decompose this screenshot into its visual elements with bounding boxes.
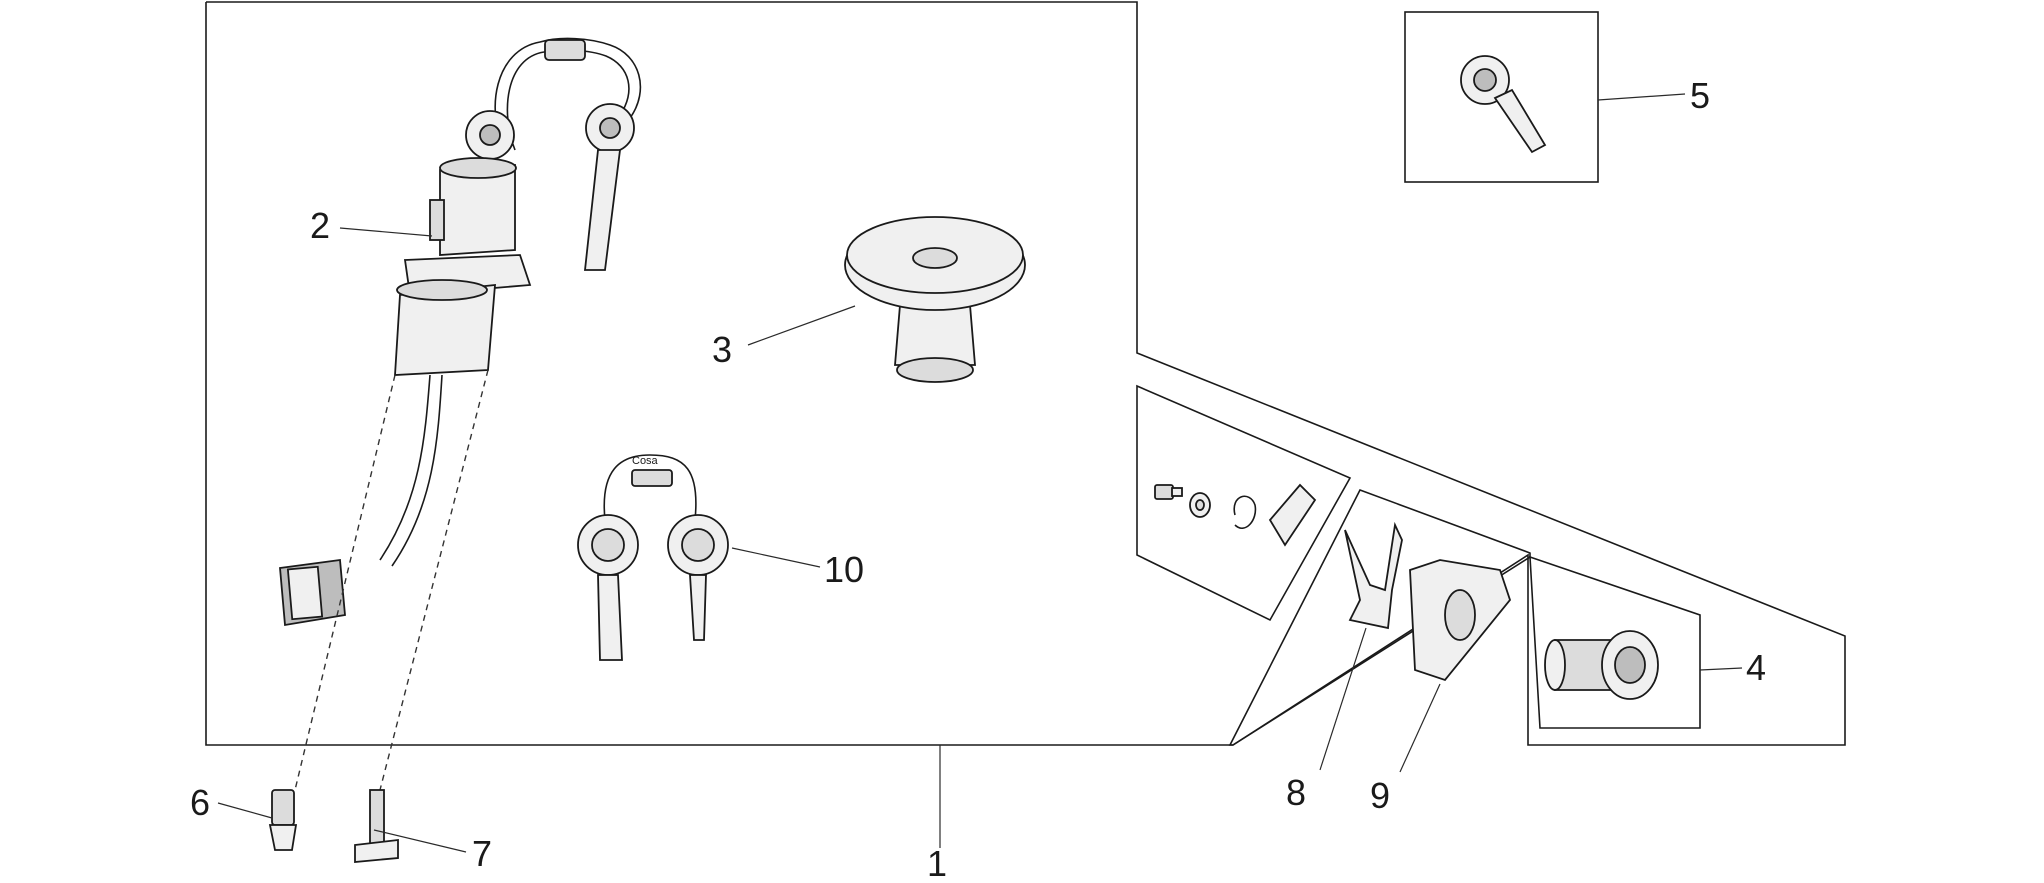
leader-9 — [1399, 683, 1441, 773]
callout-2: 2 — [310, 205, 330, 246]
leader-4 — [1699, 667, 1743, 671]
callout-9: 9 — [1370, 775, 1390, 816]
subframe-8-9 — [1228, 489, 1531, 746]
subframe-hardware — [1136, 384, 1352, 622]
leader-7 — [373, 829, 467, 853]
callout-6: 6 — [190, 782, 210, 823]
key-pair: Cosa — [577, 454, 729, 661]
hardware-group — [1154, 483, 1317, 547]
screw-7 — [354, 789, 399, 863]
ignition-switch — [279, 37, 642, 791]
leader-10 — [731, 547, 821, 568]
subframe-4 — [1529, 555, 1701, 729]
lock-cylinder-4 — [1544, 630, 1659, 700]
leader-8 — [1319, 627, 1367, 771]
spring-6 — [268, 789, 298, 851]
callout-1: 1 — [927, 843, 947, 878]
callout-7: 7 — [472, 833, 492, 874]
callout-5: 5 — [1690, 75, 1710, 116]
fuel-cap — [844, 216, 1026, 383]
callout-8: 8 — [1286, 772, 1306, 813]
callout-3: 3 — [712, 329, 732, 370]
callout-4: 4 — [1746, 647, 1766, 688]
single-key — [1460, 55, 1547, 154]
callout-10: 10 — [824, 549, 864, 590]
bracket-8 — [1344, 521, 1403, 630]
plate-9 — [1409, 559, 1512, 682]
leader-3 — [747, 305, 856, 346]
leader-6 — [217, 802, 273, 819]
key-tag-text: Cosa — [632, 455, 659, 467]
kit-outline-1 — [205, 1, 1846, 746]
leader-2 — [339, 227, 433, 237]
frame-5 — [1404, 11, 1599, 183]
leader-5 — [1597, 93, 1686, 101]
